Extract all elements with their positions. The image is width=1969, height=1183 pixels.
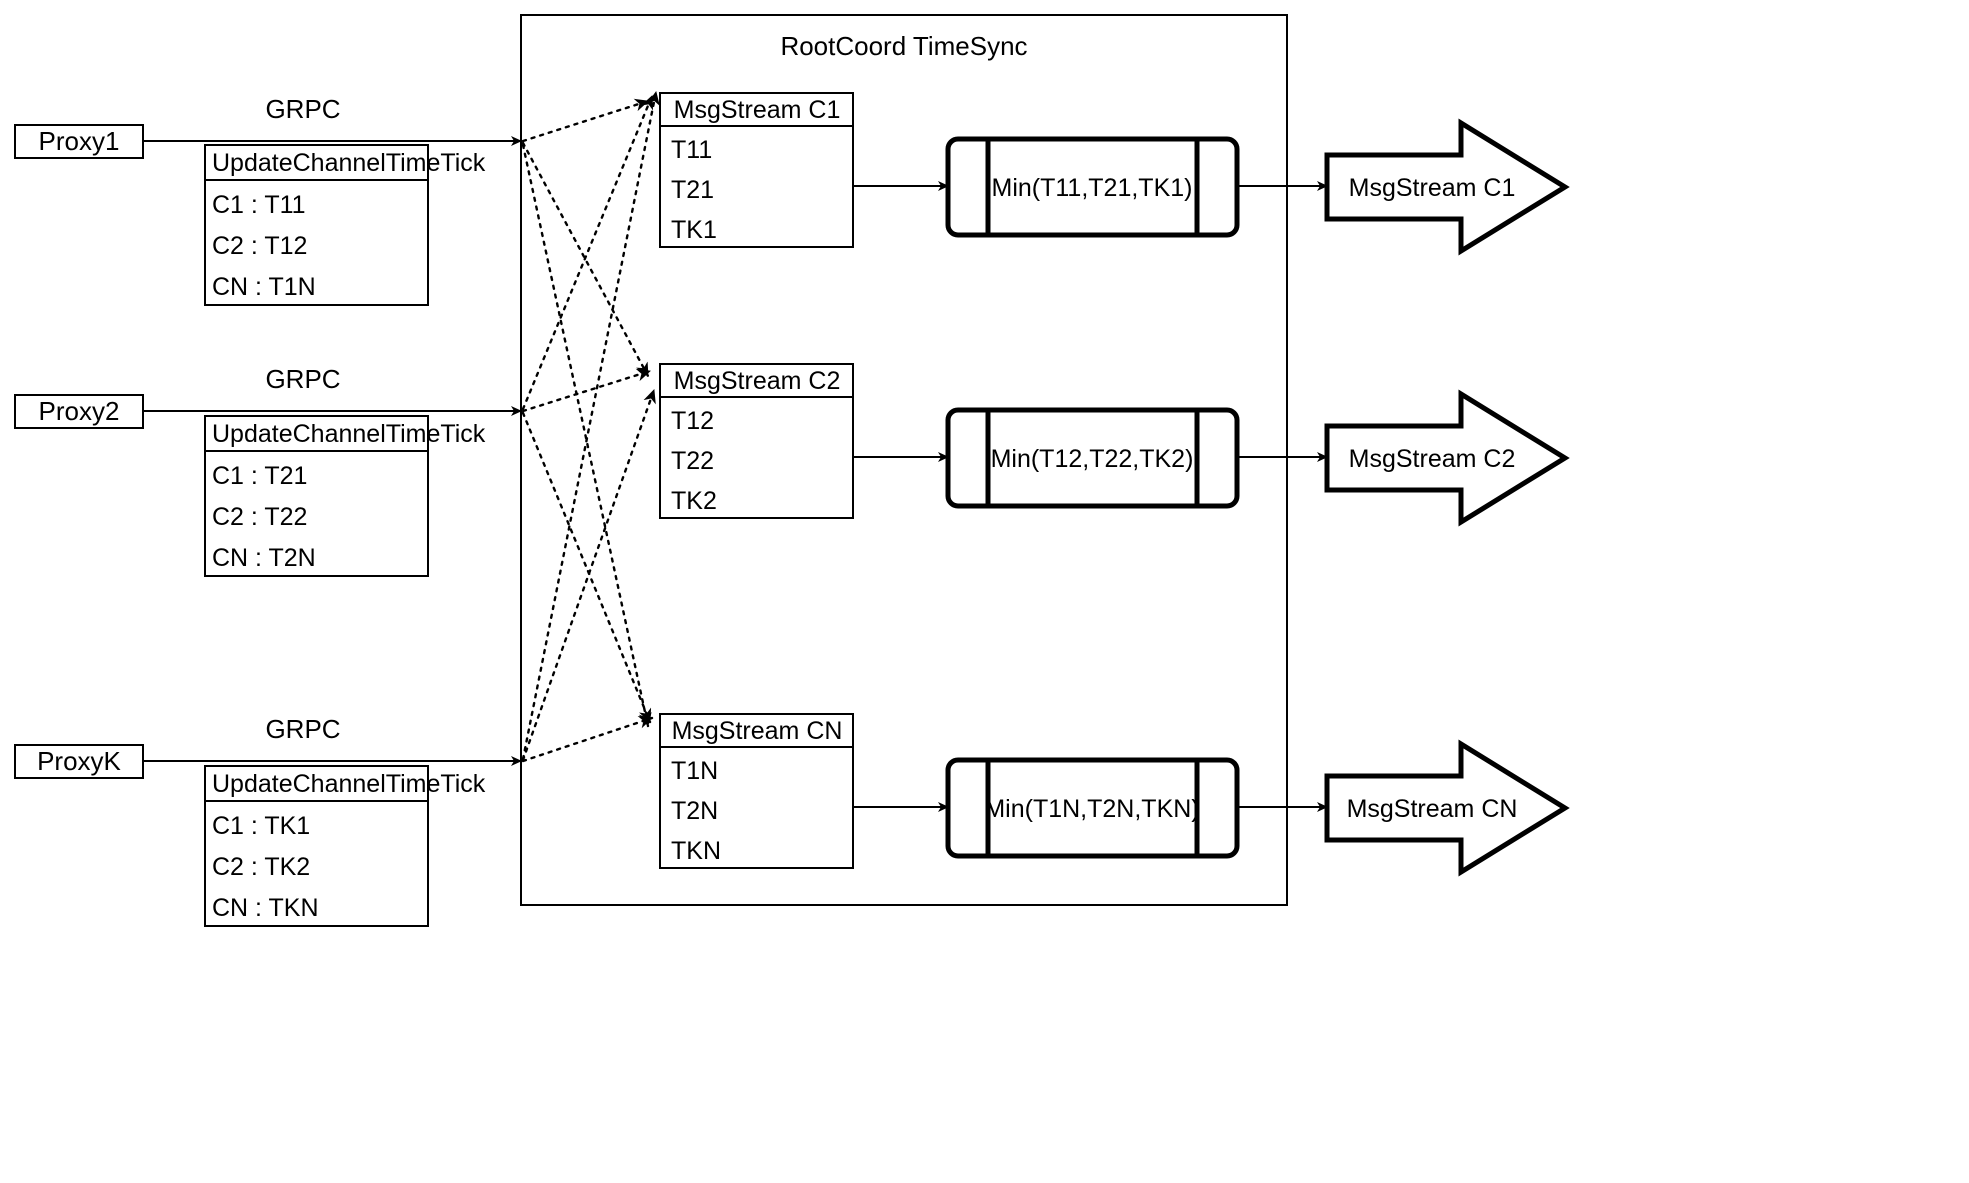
proxy-box-2[interactable]: Proxy2 bbox=[14, 394, 144, 429]
msgstream-title-3: MsgStream CN bbox=[672, 717, 843, 745]
container-title: RootCoord TimeSync bbox=[780, 31, 1027, 61]
min-process-3: Min(T1N,T2N,TKN) bbox=[945, 757, 1240, 859]
output-label-1: MsgStream C1 bbox=[1349, 174, 1516, 202]
proxy-group-3: GRPC ProxyK UpdateChannelTimeTick C1 : T… bbox=[14, 714, 522, 927]
rpc-card-3: UpdateChannelTimeTick C1 : TK1 C2 : TK2 … bbox=[204, 765, 486, 927]
min-label-3: Min(T1N,T2N,TKN) bbox=[984, 795, 1199, 823]
msgstream-tick-2-0: T12 bbox=[671, 407, 714, 435]
proxy-label-3: ProxyK bbox=[37, 746, 121, 776]
rpc-entry-2-2: CN : T2N bbox=[212, 544, 316, 572]
output-arrow-3: MsgStream CN bbox=[1324, 739, 1570, 877]
channel-group-3: MsgStream CN T1N T2N TKN Min(T1N,T2N,TKN… bbox=[659, 713, 1570, 877]
msgstream-card-3: MsgStream CN T1N T2N TKN bbox=[659, 713, 854, 869]
msgstream-tick-2-2: TK2 bbox=[671, 487, 717, 515]
output-label-2: MsgStream C2 bbox=[1349, 445, 1516, 473]
rpc-entry-1-2: CN : T1N bbox=[212, 273, 316, 301]
msgstream-tick-3-0: T1N bbox=[671, 757, 718, 785]
msgstream-tick-1-1: T21 bbox=[671, 176, 714, 204]
fanout-edges bbox=[521, 90, 660, 763]
proxy-label-1: Proxy1 bbox=[39, 126, 120, 156]
msgstream-tick-1-0: T11 bbox=[671, 136, 712, 164]
grpc-label-2: GRPC bbox=[265, 364, 340, 394]
min-label-2: Min(T12,T22,TK2) bbox=[991, 445, 1194, 473]
rpc-title-3: UpdateChannelTimeTick bbox=[212, 770, 486, 798]
channel-group-1: MsgStream C1 T11 T21 TK1 Min(T11,T21,TK1… bbox=[659, 92, 1570, 256]
grpc-label-3: GRPC bbox=[265, 714, 340, 744]
rpc-entry-3-2: CN : TKN bbox=[212, 894, 319, 922]
rpc-entry-3-0: C1 : TK1 bbox=[212, 812, 310, 840]
rootcoord-container: RootCoord TimeSync bbox=[520, 14, 1288, 906]
rpc-title-2: UpdateChannelTimeTick bbox=[212, 420, 486, 448]
rpc-entry-2-0: C1 : T21 bbox=[212, 462, 307, 490]
rpc-title-1: UpdateChannelTimeTick bbox=[212, 149, 486, 177]
grpc-label-1: GRPC bbox=[265, 94, 340, 124]
output-label-3: MsgStream CN bbox=[1347, 795, 1518, 823]
min-process-2: Min(T12,T22,TK2) bbox=[945, 407, 1240, 509]
proxy-group-1: GRPC Proxy1 UpdateChannelTimeTick C1 : T… bbox=[14, 94, 522, 306]
proxy-box-3[interactable]: ProxyK bbox=[14, 744, 144, 779]
msgstream-tick-2-1: T22 bbox=[671, 447, 714, 475]
channel-group-2: MsgStream C2 T12 T22 TK2 Min(T12,T22,TK2… bbox=[659, 363, 1570, 527]
msgstream-card-2: MsgStream C2 T12 T22 TK2 bbox=[659, 363, 854, 519]
rpc-entry-1-1: C2 : T12 bbox=[212, 232, 307, 260]
proxy-box-1[interactable]: Proxy1 bbox=[14, 124, 144, 159]
rpc-entry-2-1: C2 : T22 bbox=[212, 503, 307, 531]
msgstream-title-1: MsgStream C1 bbox=[674, 96, 841, 124]
rpc-entry-1-0: C1 : T11 bbox=[212, 191, 306, 219]
rpc-card-2: UpdateChannelTimeTick C1 : T21 C2 : T22 … bbox=[204, 415, 486, 577]
msgstream-title-2: MsgStream C2 bbox=[674, 367, 841, 395]
rpc-entry-3-1: C2 : TK2 bbox=[212, 853, 310, 881]
proxy-group-2: GRPC Proxy2 UpdateChannelTimeTick C1 : T… bbox=[14, 364, 522, 577]
msgstream-tick-3-1: T2N bbox=[671, 797, 718, 825]
msgstream-card-1: MsgStream C1 T11 T21 TK1 bbox=[659, 92, 854, 248]
output-arrow-1: MsgStream C1 bbox=[1324, 118, 1570, 256]
min-process-1: Min(T11,T21,TK1) bbox=[945, 136, 1240, 238]
msgstream-tick-1-2: TK1 bbox=[671, 216, 717, 244]
msgstream-tick-3-2: TKN bbox=[671, 837, 721, 865]
min-label-1: Min(T11,T21,TK1) bbox=[992, 174, 1193, 202]
output-arrow-2: MsgStream C2 bbox=[1324, 389, 1570, 527]
rpc-card-1: UpdateChannelTimeTick C1 : T11 C2 : T12 … bbox=[204, 144, 486, 306]
proxy-label-2: Proxy2 bbox=[39, 396, 120, 426]
